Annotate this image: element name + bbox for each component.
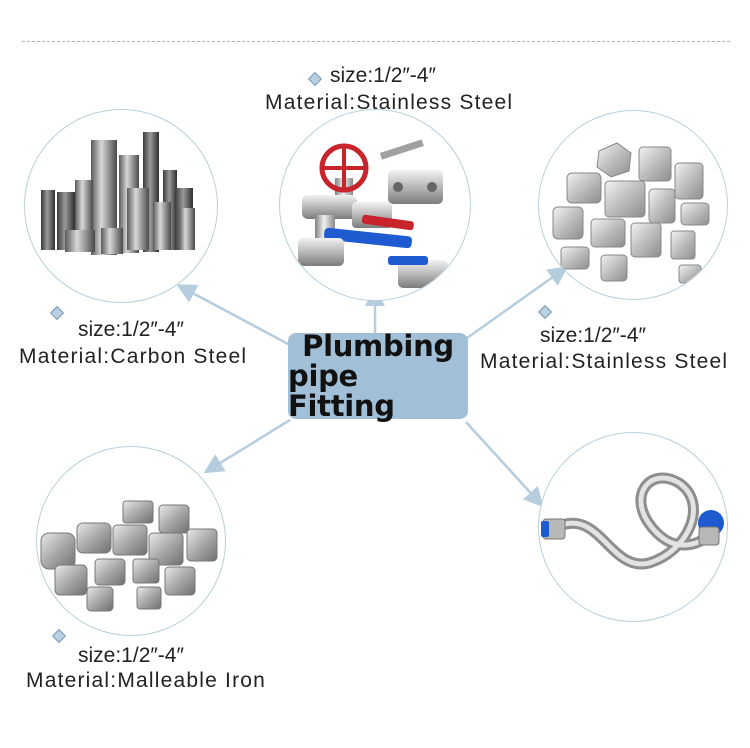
image-malleable-iron-fittings — [36, 446, 226, 636]
material-label: Material:Carbon Steel — [19, 345, 248, 368]
size-label: size:1/2″-4″ — [78, 644, 184, 667]
material-label: Material:Malleable Iron — [26, 669, 267, 692]
arrow-right-bottom — [465, 421, 544, 508]
image-carbon-steel-pipes — [24, 109, 218, 303]
image-stainless-steel-fittings — [538, 110, 728, 300]
center-title-line2: pipe Fitting — [288, 359, 395, 423]
size-label: size:1/2″-4″ — [540, 324, 646, 347]
material-label: Material:Stainless Steel — [265, 91, 514, 114]
material-label: Material:Stainless Steel — [480, 350, 729, 373]
arrow-left-bottom — [203, 418, 291, 474]
size-label: size:1/2″-4″ — [78, 318, 184, 341]
center-title-line1: Plumbing — [302, 329, 454, 363]
size-label: size:1/2″-4″ — [330, 64, 436, 87]
image-flexible-hose — [538, 432, 728, 622]
arrow-left-top — [176, 284, 291, 347]
arrow-right-top — [466, 266, 569, 340]
top-divider — [22, 41, 730, 42]
center-title-box: Plumbing pipe Fitting — [288, 329, 468, 423]
image-stainless-valves — [279, 109, 471, 301]
